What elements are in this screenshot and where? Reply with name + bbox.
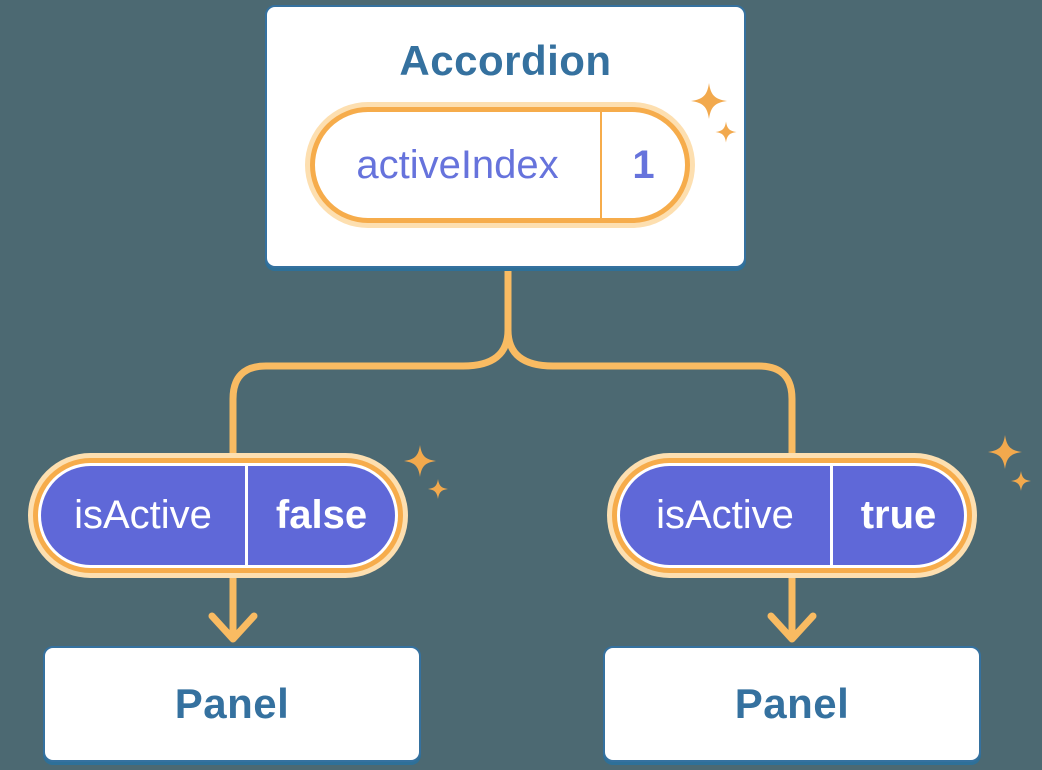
prop-pill-isactive-false: isActive false — [28, 453, 408, 578]
prop-pill-ring: isActive false — [33, 458, 403, 573]
prop-pill-body: isActive true — [620, 466, 964, 565]
prop-name-label: isActive — [74, 493, 212, 537]
panel-node-title: Panel — [734, 680, 850, 727]
sparkle-icon — [404, 445, 436, 477]
prop-name-label: isActive — [656, 493, 794, 537]
state-pill-divider — [600, 112, 602, 218]
sparkle-icon — [988, 435, 1022, 469]
state-pill-body: activeIndex 1 — [310, 107, 690, 223]
prop-pill-divider — [830, 466, 833, 565]
prop-pill-isactive-true: isActive true — [607, 453, 977, 578]
prop-pill-inner-ring: isActive true — [617, 463, 967, 568]
prop-value: true — [860, 493, 937, 537]
prop-pill-ring: isActive true — [612, 458, 972, 573]
panel-node-title: Panel — [174, 680, 290, 727]
prop-pill-body: isActive false — [41, 466, 395, 565]
sparkle-icon — [428, 479, 448, 499]
left-arrowhead-icon — [208, 612, 258, 643]
prop-value: false — [275, 493, 368, 537]
state-value: 1 — [632, 142, 655, 187]
prop-pill-inner-ring: isActive false — [38, 463, 398, 568]
sparkle-icon — [1011, 471, 1031, 491]
state-name-label: activeIndex — [356, 142, 559, 187]
accordion-node-title: Accordion — [399, 37, 612, 84]
panel-node-right: Panel — [603, 646, 981, 762]
state-pill-activeindex: activeIndex 1 — [305, 102, 695, 228]
panel-node-left: Panel — [43, 646, 421, 762]
right-arrowhead-icon — [767, 612, 817, 643]
